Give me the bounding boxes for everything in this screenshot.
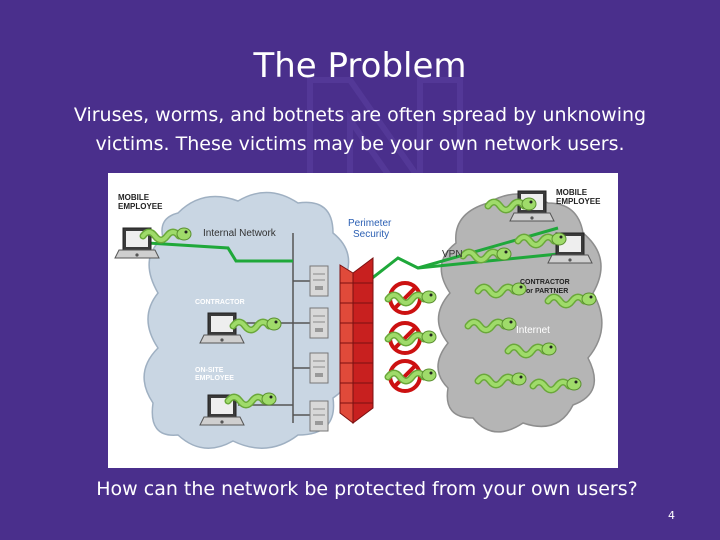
watermark-logo: [307, 77, 463, 223]
label-mobile-employee-right: MOBILE EMPLOYEE: [556, 188, 601, 206]
label-vpn: VPN: [442, 249, 463, 260]
server-icon: [309, 265, 329, 297]
server-icon: [309, 352, 329, 384]
firewall-icon: [339, 257, 374, 425]
label-internal-network: Internal Network: [203, 228, 277, 239]
server-icon: [309, 307, 329, 339]
slide-title: The Problem: [253, 46, 467, 86]
page-number: 4: [668, 509, 675, 522]
server-icon: [309, 400, 329, 432]
label-mobile-employee-left: MOBILE EMPLOYEE: [118, 193, 163, 211]
network-diagram: MOBILE EMPLOYEE MOBILE EMPLOYEE CONTRACT…: [108, 173, 618, 468]
internal-network-cloud: [143, 191, 354, 449]
network-diagram-svg: MOBILE EMPLOYEE MOBILE EMPLOYEE CONTRACT…: [114, 188, 603, 449]
label-contractor-partner: CONTRACTOR or PARTNER: [520, 279, 572, 295]
label-perimeter-security: Perimeter Security: [348, 218, 394, 240]
label-onsite-employee: ON-SITE EMPLOYEE: [195, 367, 234, 382]
label-contractor: CONTRACTOR: [195, 299, 245, 306]
slide-question: How can the network be protected from yo…: [96, 478, 638, 500]
label-internet: Internet: [516, 325, 550, 336]
internet-cloud: [437, 193, 603, 433]
vpn-links: [147, 226, 569, 295]
slide-intro: Viruses, worms, and botnets are often sp…: [73, 104, 647, 155]
